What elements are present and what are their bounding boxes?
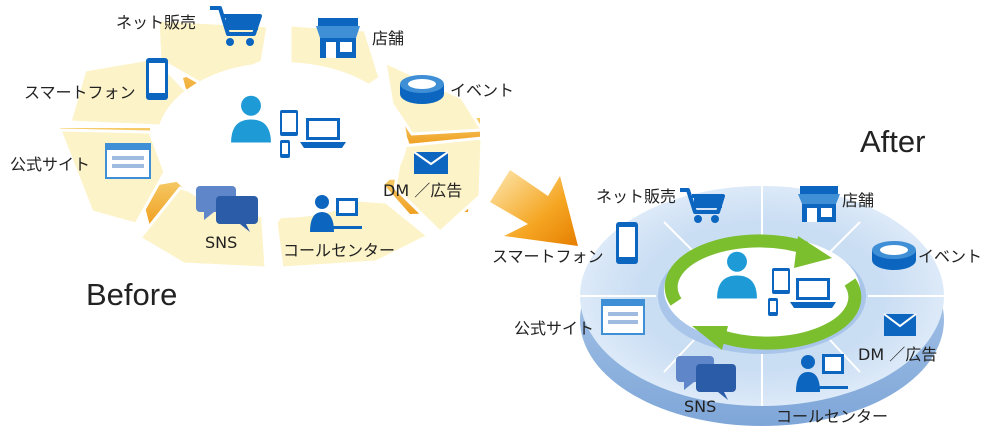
before-label-site: 公式サイト <box>10 155 90 174</box>
operator-icon <box>796 354 848 392</box>
smartphone-icon <box>616 222 638 264</box>
smartphone-icon <box>280 140 290 158</box>
after-label-site: 公式サイト <box>514 319 594 338</box>
smartphone-icon <box>768 298 778 316</box>
after-label-dm: DM ／広告 <box>858 345 937 364</box>
before-label-sns: SNS <box>205 233 237 252</box>
laptop-icon <box>300 118 346 148</box>
after-label-event: イベント <box>918 247 982 266</box>
stadium-icon <box>872 241 916 270</box>
after-heading: After <box>860 124 925 159</box>
laptop-icon <box>790 278 836 308</box>
after-label-phone: スマートフォン <box>492 247 604 266</box>
chat-icon <box>196 186 258 232</box>
store-icon <box>798 186 840 222</box>
chat-icon <box>676 356 736 400</box>
before-heading: Before <box>86 277 177 312</box>
cycle-arrows-icon <box>664 234 862 350</box>
cart-icon <box>210 6 262 46</box>
before-label-store: 店舗 <box>372 29 404 48</box>
after-label-call: コールセンター <box>776 407 888 426</box>
website-icon <box>105 143 151 179</box>
before-label-event: イベント <box>450 81 514 100</box>
after-label-net: ネット販売 <box>596 187 676 206</box>
envelope-icon <box>883 313 917 336</box>
before-label-net: ネット販売 <box>116 13 196 32</box>
stadium-icon <box>400 75 444 104</box>
cycle-arrowheads <box>692 236 832 350</box>
tablet-icon <box>772 268 790 294</box>
smartphone-icon <box>146 58 168 100</box>
website-icon <box>601 299 645 335</box>
transition-arrow <box>490 170 578 246</box>
after-ring <box>580 186 944 426</box>
cart-icon <box>680 188 725 223</box>
store-icon <box>316 18 360 58</box>
operator-icon <box>310 195 362 232</box>
envelope-icon <box>413 151 449 174</box>
tablet-icon <box>280 110 298 136</box>
before-label-dm: DM ／広告 <box>383 181 462 200</box>
before-label-phone: スマートフォン <box>24 83 136 102</box>
before-center-user <box>231 95 346 158</box>
after-center-user <box>717 251 836 316</box>
after-ring-dividers <box>580 186 944 406</box>
before-label-call: コールセンター <box>283 241 395 260</box>
after-label-sns: SNS <box>684 397 716 416</box>
after-label-store: 店舗 <box>842 191 874 210</box>
